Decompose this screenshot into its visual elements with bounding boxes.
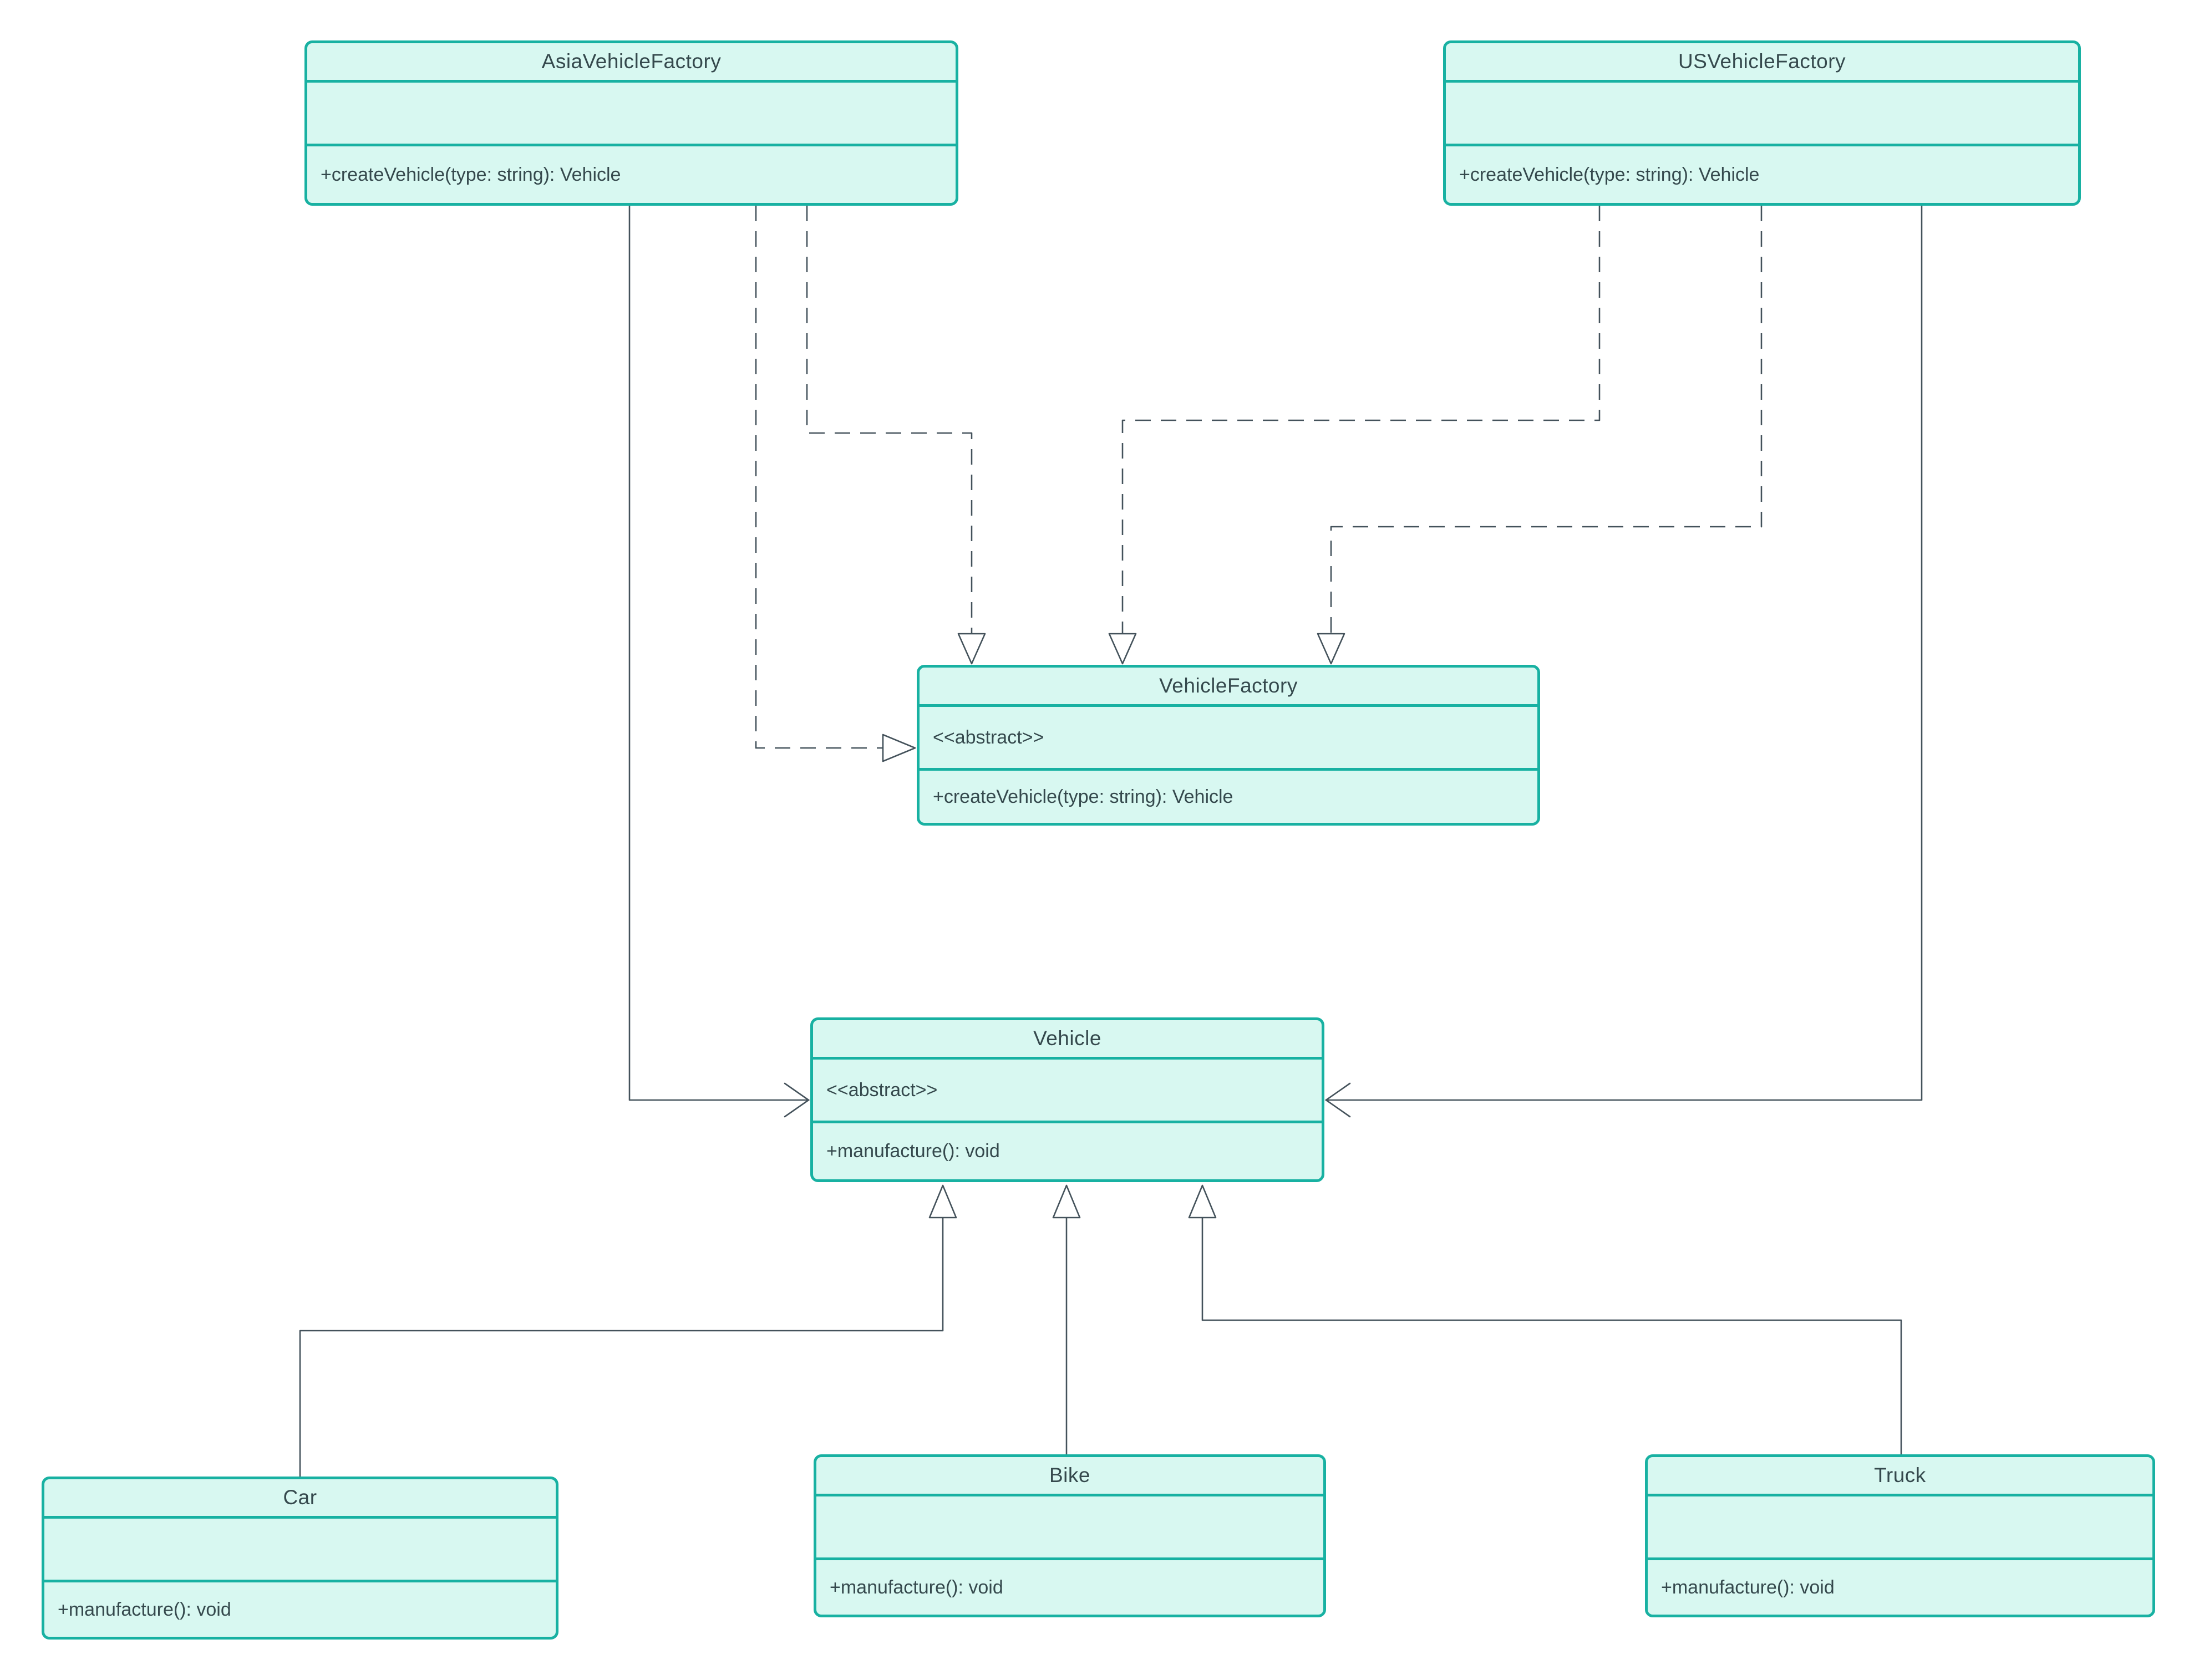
class-methods-section: +createVehicle(type: string): Vehicle [920, 768, 1537, 823]
class-title: VehicleFactory [1159, 674, 1298, 697]
generalization-connector-bike-to-vehicle[interactable] [1052, 1184, 1081, 1454]
class-car[interactable]: Car +manufacture(): void [42, 1477, 558, 1640]
class-vehicle-factory[interactable]: VehicleFactory <<abstract>> +createVehic… [917, 665, 1540, 826]
class-attributes-section: <<abstract>> [813, 1057, 1322, 1121]
hollow-triangle-arrowhead-icon [957, 633, 986, 665]
class-title: Vehicle [1033, 1027, 1101, 1050]
class-attributes-section [1446, 80, 2078, 144]
method-label: +manufacture(): void [1661, 1576, 1835, 1598]
class-truck[interactable]: Truck +manufacture(): void [1645, 1454, 2155, 1617]
hollow-triangle-arrowhead-icon [928, 1184, 957, 1219]
class-title: USVehicleFactory [1678, 50, 1846, 73]
generalization-connector-car-to-vehicle[interactable] [299, 1184, 957, 1477]
hollow-triangle-arrowhead-icon [1317, 633, 1345, 665]
class-methods-section: +manufacture(): void [44, 1580, 556, 1637]
open-arrowhead-icon [784, 1082, 810, 1118]
class-methods-section: +manufacture(): void [816, 1557, 1323, 1615]
class-bike[interactable]: Bike +manufacture(): void [814, 1454, 1326, 1617]
realization-connector-us2-to-vehiclefactory-top[interactable] [1317, 206, 1763, 665]
class-title: AsiaVehicleFactory [541, 50, 722, 73]
association-line [1327, 206, 1923, 1101]
association-line [628, 206, 807, 1101]
generalization-connector-truck-to-vehicle[interactable] [1188, 1184, 1902, 1454]
class-attributes-section [816, 1494, 1323, 1557]
association-connector-us-to-vehicle[interactable] [1324, 206, 1923, 1118]
open-arrowhead-icon [1324, 1082, 1351, 1118]
class-attributes-section [1648, 1494, 2152, 1557]
class-methods-section: +createVehicle(type: string): Vehicle [307, 144, 956, 203]
class-title: Bike [1049, 1464, 1090, 1486]
method-label: +manufacture(): void [830, 1576, 1003, 1598]
class-title: Truck [1874, 1464, 1926, 1486]
realization-line [1330, 206, 1763, 634]
method-label: +createVehicle(type: string): Vehicle [321, 164, 621, 185]
hollow-triangle-arrowhead-icon [882, 734, 916, 762]
class-attributes-section [307, 80, 956, 144]
realization-line [755, 206, 883, 749]
method-label: +manufacture(): void [826, 1141, 1000, 1162]
stereotype-label: <<abstract>> [826, 1079, 938, 1101]
stereotype-label: <<abstract>> [933, 726, 1044, 748]
realization-line [1121, 206, 1601, 634]
realization-line [806, 206, 973, 634]
association-connector-asia-to-vehicle[interactable] [628, 206, 810, 1118]
hollow-triangle-arrowhead-icon [1188, 1184, 1217, 1219]
class-asia-vehicle-factory[interactable]: AsiaVehicleFactory +createVehicle(type: … [304, 40, 958, 206]
realization-connector-asia-to-vehiclefactory-top[interactable] [806, 206, 986, 665]
class-methods-section: +manufacture(): void [1648, 1557, 2152, 1615]
generalization-line [299, 1218, 944, 1477]
class-vehicle[interactable]: Vehicle <<abstract>> +manufacture(): voi… [810, 1017, 1324, 1182]
class-methods-section: +manufacture(): void [813, 1121, 1322, 1179]
method-label: +createVehicle(type: string): Vehicle [933, 786, 1233, 807]
hollow-triangle-arrowhead-icon [1108, 633, 1137, 665]
realization-connector-asia-to-vehiclefactory-left[interactable] [755, 206, 916, 762]
generalization-line [1201, 1218, 1902, 1454]
class-methods-section: +createVehicle(type: string): Vehicle [1446, 144, 2078, 203]
hollow-triangle-arrowhead-icon [1052, 1184, 1081, 1219]
realization-connector-us1-to-vehiclefactory-top[interactable] [1108, 206, 1601, 665]
class-title: Car [283, 1486, 317, 1509]
method-label: +createVehicle(type: string): Vehicle [1459, 164, 1760, 185]
method-label: +manufacture(): void [58, 1598, 231, 1620]
class-attributes-section [44, 1516, 556, 1580]
class-attributes-section: <<abstract>> [920, 704, 1537, 768]
class-us-vehicle-factory[interactable]: USVehicleFactory +createVehicle(type: st… [1443, 40, 2081, 206]
